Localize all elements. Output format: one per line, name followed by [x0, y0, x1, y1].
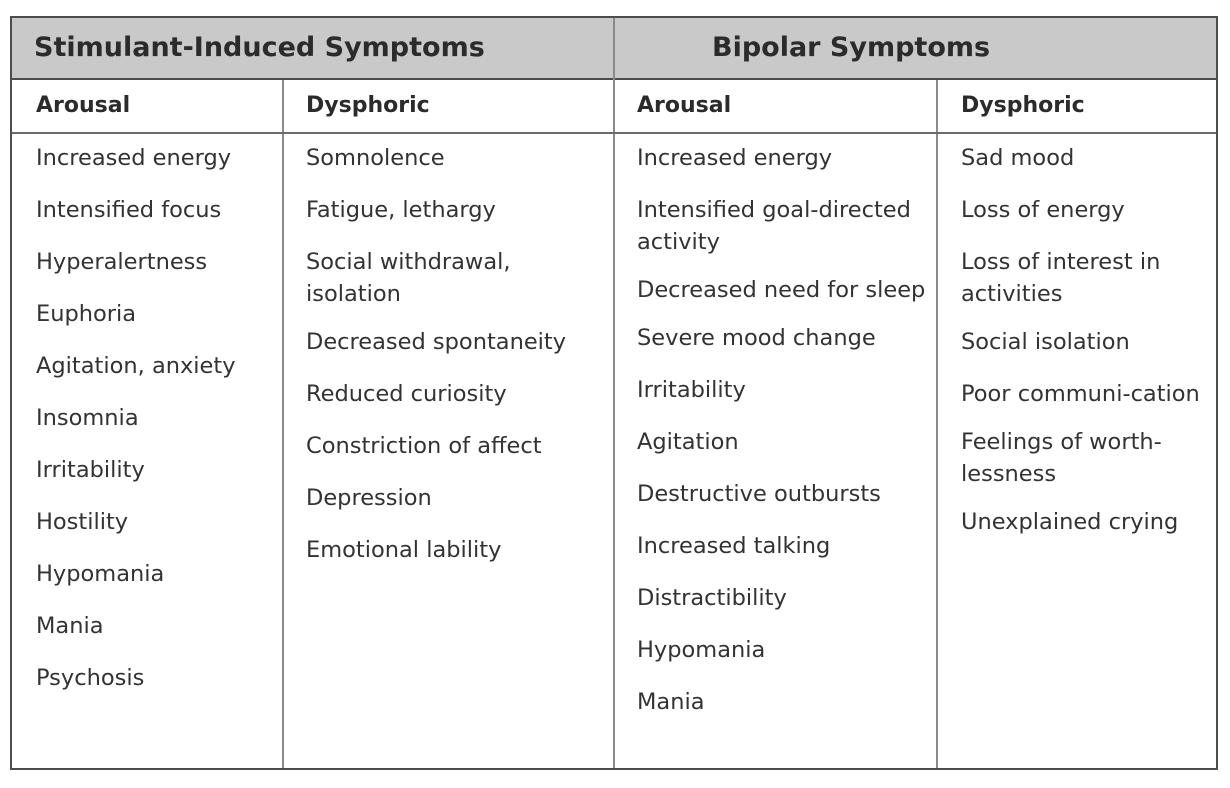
- column-stimulant-arousal: Increased energy Intensified focus Hyper…: [36, 142, 286, 714]
- column-stimulant-dysphoric: Somnolence Fatigue, lethargy Social with…: [306, 142, 606, 586]
- list-item: Loss of energy: [961, 197, 1125, 223]
- list-item: Severe mood change: [637, 325, 876, 351]
- list-item: Somnolence: [306, 145, 445, 171]
- list-item: Agitation: [637, 429, 739, 455]
- list-item: Emotional lability: [306, 537, 502, 563]
- list-item: Agitation, anxiety: [36, 353, 236, 379]
- group-divider: [613, 18, 615, 80]
- list-item: Intensified focus: [36, 197, 222, 223]
- list-item: Depression: [306, 485, 432, 511]
- list-item: Mania: [637, 689, 705, 715]
- list-item: Hypomania: [36, 561, 165, 587]
- symptoms-table: Stimulant-Induced Symptoms Bipolar Sympt…: [10, 16, 1218, 770]
- list-item: Irritability: [637, 377, 746, 403]
- list-item: Loss of interest in activities: [961, 249, 1161, 307]
- list-item: Mania: [36, 613, 104, 639]
- list-item: Sad mood: [961, 145, 1075, 171]
- list-item: Constriction of affect: [306, 433, 542, 459]
- subheader-bipolar-arousal: Arousal: [637, 93, 732, 118]
- list-item: Increased energy: [637, 145, 833, 171]
- group-header-bipolar: Bipolar Symptoms: [712, 32, 991, 63]
- list-item: Psychosis: [36, 665, 145, 691]
- list-item: Social withdrawal, isolation: [306, 249, 511, 307]
- list-item: Social isolation: [961, 329, 1130, 355]
- group-header-stimulant: Stimulant-Induced Symptoms: [34, 32, 485, 63]
- subheader-bipolar-dysphoric: Dysphoric: [961, 93, 1085, 118]
- list-item: Increased energy: [36, 145, 232, 171]
- column-bipolar-arousal: Increased energy Intensified goal-direct…: [637, 142, 937, 738]
- column-bipolar-dysphoric: Sad mood Loss of energy Loss of interest…: [961, 142, 1211, 558]
- list-item: Distractibility: [637, 585, 787, 611]
- list-item: Hostility: [36, 509, 129, 535]
- list-item: Reduced curiosity: [306, 381, 507, 407]
- list-item: Decreased need for sleep: [637, 277, 926, 303]
- column-divider-1: [282, 80, 284, 768]
- list-item: Hyperalertness: [36, 249, 208, 275]
- list-item: Intensified goal-directed activity: [637, 197, 911, 255]
- subheader-stimulant-dysphoric: Dysphoric: [306, 93, 430, 118]
- group-header-row: Stimulant-Induced Symptoms Bipolar Sympt…: [12, 18, 1216, 80]
- list-item: Decreased spontaneity: [306, 329, 567, 355]
- list-item: Feelings of worth-lessness: [961, 429, 1162, 487]
- column-divider-2: [613, 80, 615, 768]
- list-item: Unexplained crying: [961, 509, 1179, 535]
- column-divider-3: [936, 80, 938, 768]
- list-item: Euphoria: [36, 301, 137, 327]
- list-item: Hypomania: [637, 637, 766, 663]
- list-item: Fatigue, lethargy: [306, 197, 496, 223]
- list-item: Irritability: [36, 457, 145, 483]
- list-item: Insomnia: [36, 405, 139, 431]
- list-item: Destructive outbursts: [637, 481, 881, 507]
- list-item: Poor communi-cation: [961, 381, 1200, 407]
- list-item: Increased talking: [637, 533, 831, 559]
- subheader-stimulant-arousal: Arousal: [36, 93, 131, 118]
- subheader-divider: [12, 132, 1216, 134]
